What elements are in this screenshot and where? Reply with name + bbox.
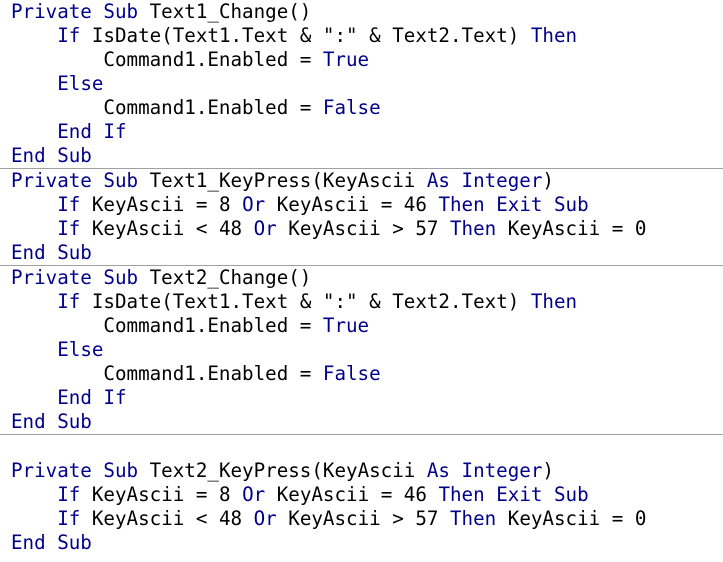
- keyword-token: Private Sub: [11, 459, 139, 482]
- code-token: Command1.Enabled =: [11, 48, 323, 71]
- code-line[interactable]: Private Sub Text1_Change(): [0, 0, 723, 24]
- keyword-token: Then: [450, 507, 497, 530]
- code-token: IsDate(Text1.Text & ":" & Text2.Text): [80, 290, 531, 313]
- code-token: Text2_KeyPress(KeyAscii: [138, 459, 427, 482]
- keyword-token: End If: [57, 386, 127, 409]
- code-line[interactable]: Command1.Enabled = True: [0, 48, 723, 72]
- keyword-token: If: [57, 290, 81, 313]
- code-line[interactable]: If KeyAscii < 48 Or KeyAscii > 57 Then K…: [0, 217, 723, 241]
- keyword-token: If: [57, 24, 81, 47]
- code-token: KeyAscii = 8: [80, 193, 243, 216]
- code-line[interactable]: End Sub: [0, 144, 723, 168]
- code-token: Command1.Enabled =: [11, 314, 323, 337]
- keyword-token: If: [57, 483, 81, 506]
- keyword-token: Else: [57, 338, 104, 361]
- keyword-token: End Sub: [11, 410, 92, 433]
- code-token: Command1.Enabled =: [11, 96, 323, 119]
- code-token: [11, 507, 57, 530]
- keyword-token: As Integer: [426, 459, 543, 482]
- keyword-token: Or: [253, 507, 277, 530]
- keyword-token: As Integer: [426, 169, 543, 192]
- code-line[interactable]: End Sub: [0, 410, 723, 434]
- keyword-token: Private Sub: [11, 0, 139, 23]
- keyword-token: Private Sub: [11, 266, 139, 289]
- code-token: [11, 483, 57, 506]
- keyword-token: End If: [57, 120, 127, 143]
- keyword-token: Or: [242, 483, 266, 506]
- code-token: KeyAscii = 0: [496, 217, 647, 240]
- code-line[interactable]: End Sub: [0, 241, 723, 265]
- procedure-block: Private Sub Text2_Change() If IsDate(Tex…: [0, 266, 723, 434]
- code-token: KeyAscii > 57: [276, 217, 450, 240]
- procedure-separator: [0, 168, 723, 169]
- keyword-token: Then: [530, 290, 578, 313]
- code-token: [11, 386, 57, 409]
- keyword-token: End Sub: [11, 531, 92, 554]
- code-line[interactable]: Private Sub Text2_KeyPress(KeyAscii As I…: [0, 459, 723, 483]
- procedure-block: Private Sub Text1_Change() If IsDate(Tex…: [0, 0, 723, 168]
- code-line[interactable]: End If: [0, 386, 723, 410]
- code-line[interactable]: If KeyAscii = 8 Or KeyAscii = 46 Then Ex…: [0, 193, 723, 217]
- code-line[interactable]: Command1.Enabled = True: [0, 314, 723, 338]
- code-line[interactable]: Command1.Enabled = False: [0, 362, 723, 386]
- code-token: [11, 72, 57, 95]
- keyword-token: If: [57, 193, 81, 216]
- keyword-token: True: [322, 314, 370, 337]
- code-token: KeyAscii > 57: [276, 507, 450, 530]
- keyword-token: Then Exit Sub: [438, 483, 589, 506]
- code-line[interactable]: [0, 435, 723, 459]
- code-line[interactable]: Else: [0, 338, 723, 362]
- code-line[interactable]: End If: [0, 120, 723, 144]
- keyword-token: Or: [253, 217, 277, 240]
- code-token: [11, 193, 57, 216]
- procedure-block: Private Sub Text2_KeyPress(KeyAscii As I…: [0, 435, 723, 555]
- code-token: [11, 24, 57, 47]
- keyword-token: Then: [450, 217, 497, 240]
- keyword-token: Private Sub: [11, 169, 139, 192]
- code-token: KeyAscii < 48: [80, 507, 254, 530]
- code-token: [11, 120, 57, 143]
- keyword-token: Else: [57, 72, 104, 95]
- keyword-token: False: [322, 96, 381, 119]
- code-token: Command1.Enabled =: [11, 362, 323, 385]
- code-line[interactable]: If KeyAscii < 48 Or KeyAscii > 57 Then K…: [0, 507, 723, 531]
- keyword-token: True: [322, 48, 370, 71]
- code-token: KeyAscii = 46: [265, 483, 439, 506]
- procedure-separator: [0, 434, 723, 435]
- keyword-token: Or: [242, 193, 266, 216]
- code-line[interactable]: End Sub: [0, 531, 723, 555]
- code-token: ): [542, 169, 554, 192]
- code-token: KeyAscii = 46: [265, 193, 439, 216]
- code-token: KeyAscii = 0: [496, 507, 647, 530]
- code-token: [11, 217, 57, 240]
- code-line[interactable]: Command1.Enabled = False: [0, 96, 723, 120]
- code-token: KeyAscii < 48: [80, 217, 254, 240]
- code-token: Text2_Change(): [138, 266, 312, 289]
- code-line[interactable]: Private Sub Text2_Change(): [0, 266, 723, 290]
- keyword-token: If: [57, 217, 81, 240]
- keyword-token: Then: [530, 24, 578, 47]
- code-token: [11, 338, 57, 361]
- keyword-token: Then Exit Sub: [438, 193, 589, 216]
- procedure-block: Private Sub Text1_KeyPress(KeyAscii As I…: [0, 169, 723, 265]
- procedure-separator: [0, 265, 723, 266]
- code-token: ): [542, 459, 554, 482]
- code-token: Text1_KeyPress(KeyAscii: [138, 169, 427, 192]
- code-token: [11, 290, 57, 313]
- code-line[interactable]: If IsDate(Text1.Text & ":" & Text2.Text)…: [0, 290, 723, 314]
- code-line[interactable]: Private Sub Text1_KeyPress(KeyAscii As I…: [0, 169, 723, 193]
- keyword-token: End Sub: [11, 144, 92, 167]
- code-token: IsDate(Text1.Text & ":" & Text2.Text): [80, 24, 531, 47]
- keyword-token: End Sub: [11, 241, 92, 264]
- code-line[interactable]: If KeyAscii = 8 Or KeyAscii = 46 Then Ex…: [0, 483, 723, 507]
- keyword-token: If: [57, 507, 81, 530]
- code-token: Text1_Change(): [138, 0, 312, 23]
- code-token: KeyAscii = 8: [80, 483, 243, 506]
- keyword-token: False: [322, 362, 381, 385]
- code-line[interactable]: If IsDate(Text1.Text & ":" & Text2.Text)…: [0, 24, 723, 48]
- code-line[interactable]: Else: [0, 72, 723, 96]
